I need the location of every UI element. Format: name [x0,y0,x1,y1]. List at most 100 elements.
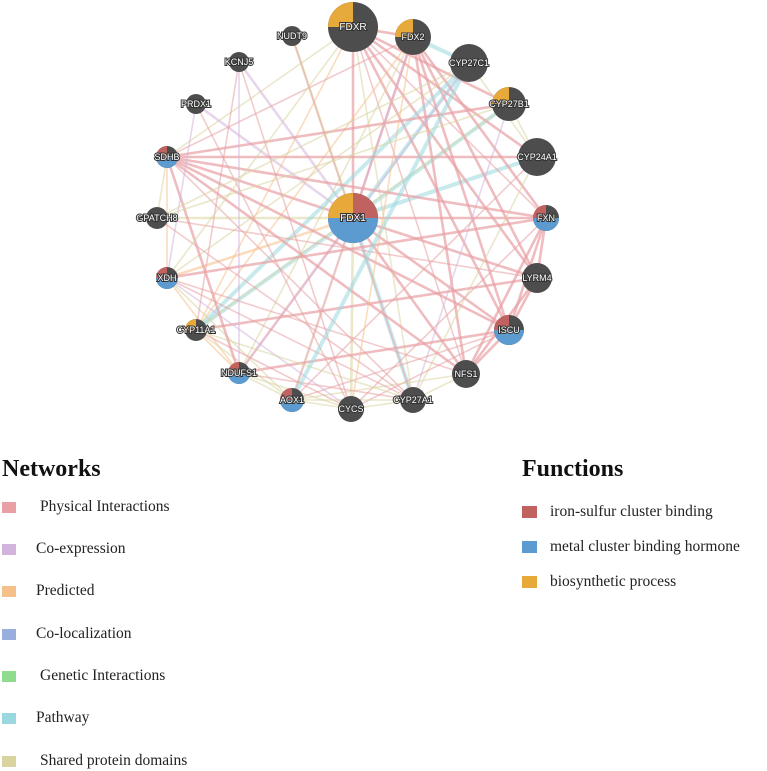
node-label: CYP27C1 [449,58,489,68]
network-legend-item: Genetic Interactions [2,667,165,685]
edge-fdx2-nfs1 [411,36,468,375]
edge-cyp27b1-sdhb [166,102,510,159]
edge-cyp11a1-cycs [195,329,352,410]
node-segment-iron [228,362,239,373]
node-cyp11a1[interactable]: CYP11A1 [176,319,216,341]
edge-cyp27c1-gpatch8 [156,62,470,219]
node-cycs[interactable]: CYCS [337,396,365,422]
node-label: LYRM4 [522,273,551,283]
node-cyp27a1[interactable]: CYP27A1 [392,387,434,413]
edge-fdx2-cyp11a1 [195,36,414,331]
edge-nfs1-aox1 [291,373,467,401]
node-fdx2[interactable]: FDX2 [395,19,431,55]
edge-ndufs1-cyp27a1 [238,372,414,401]
edge-sdhb-ndufs1 [165,156,241,374]
node-aox1[interactable]: AOX1 [279,388,305,412]
node-segment-metal [533,218,559,231]
legend-label: Pathway [36,709,90,726]
node-kcnj5[interactable]: KCNJ5 [224,52,254,72]
legend-label: biosynthetic process [550,573,677,590]
edge-fdxr-lyrm4 [351,26,539,279]
node-segment-metal [228,373,250,384]
node-label: XDH [157,273,176,283]
edge-cyp27c1-xdh [166,62,470,279]
function-legend-item: metal cluster binding hormone [522,538,740,556]
edge-fdx2-iscu [411,36,511,331]
edge-fdx2-cycs [350,36,414,410]
node-ndufs1[interactable]: NDUFS1 [220,362,258,384]
node-gpatch8[interactable]: GPATCH8 [135,207,179,229]
function-legend-item: iron-sulfur cluster binding [522,503,713,521]
edge-iscu-aox1 [291,329,510,401]
node-xdh[interactable]: XDH [156,267,178,289]
edge-nfs1-xdh [166,277,467,375]
legend-swatch [522,506,537,518]
node-label: PRDX1 [181,99,211,109]
edge-cyp27c1-cyp11a1 [194,61,471,332]
node-label: FXN [537,213,555,223]
node-cyp27b1[interactable]: CYP27B1 [488,87,530,121]
node-label: NUDT9 [277,31,307,41]
node-segment-metal [280,400,304,412]
node-label: CYP27B1 [489,99,529,109]
node-label: KCNJ5 [225,57,254,67]
network-legend-item: Predicted [2,582,95,600]
node-sdhb[interactable]: SDHB [153,146,181,168]
network-legend-item: Co-expression [2,540,126,558]
node-circle [452,360,480,388]
node-segment-metal [328,218,378,243]
legend-label: Predicted [36,582,95,599]
node-label: CYP11A1 [177,325,216,335]
edge-fdxr-cyp11a1 [195,26,354,331]
function-legend-item: biosynthetic process [522,573,676,591]
node-label: GPATCH8 [136,213,177,223]
node-prdx1[interactable]: PRDX1 [180,94,212,114]
node-segment-biosynthetic [185,319,196,330]
edge-prdx1-cycs [195,103,352,410]
edge-gpatch8-cyp27b1 [156,103,510,219]
legend-swatch [2,755,16,767]
network-legend-item: Physical Interactions [2,498,170,516]
node-circle [338,396,364,422]
legend-swatch [2,501,16,513]
node-segment-biosynthetic [328,2,353,27]
node-segment-biosynthetic [328,193,353,218]
node-segment-metal [494,330,524,345]
node-cyp24a1[interactable]: CYP24A1 [516,138,558,176]
legend-swatch [522,576,537,588]
node-fxn[interactable]: FXN [533,205,559,231]
node-lyrm4[interactable]: LYRM4 [521,263,553,293]
node-nudt9[interactable]: NUDT9 [276,26,308,46]
edge-fdx2-fxn [411,36,548,219]
legend-swatch [522,541,537,553]
edge-nfs1-sdhb [166,155,467,376]
legend-label: metal cluster binding hormone [550,538,740,555]
node-nfs1[interactable]: NFS1 [452,360,480,388]
node-iscu[interactable]: ISCU [494,315,524,345]
networks-legend-title: Networks [2,456,101,482]
network-legend-item: Pathway [2,709,89,727]
edge-fdx2-sdhb [166,36,414,158]
edge-kcnj5-cyp11a1 [195,61,240,331]
node-cyp27c1[interactable]: CYP27C1 [448,44,490,82]
edge-xdh-aox1 [166,277,293,401]
edge-cyp11a1-cyp27a1 [195,329,414,401]
legend-swatch [2,628,16,640]
node-fdxr[interactable]: FDXR [328,2,378,52]
legend-swatch [2,585,16,597]
node-label: FDXR [339,22,366,33]
legend-label: Physical Interactions [40,498,170,515]
node-circle [518,138,556,176]
node-circle [400,387,426,413]
node-fdx1[interactable]: FDX1 [328,193,378,243]
edge-fdxr-cyp27b1 [352,25,510,106]
node-segment-biosynthetic [492,87,509,104]
network-legend-item: Co-localization [2,625,132,643]
node-circle [186,94,206,114]
edge-prdx1-xdh [166,103,197,279]
edge-sdhb-cyp27a1 [166,156,414,401]
node-segment-metal [156,157,178,168]
node-segment-iron [494,315,509,330]
edge-fdx1-kcnj5 [237,61,355,219]
node-segment-iron [156,267,167,278]
